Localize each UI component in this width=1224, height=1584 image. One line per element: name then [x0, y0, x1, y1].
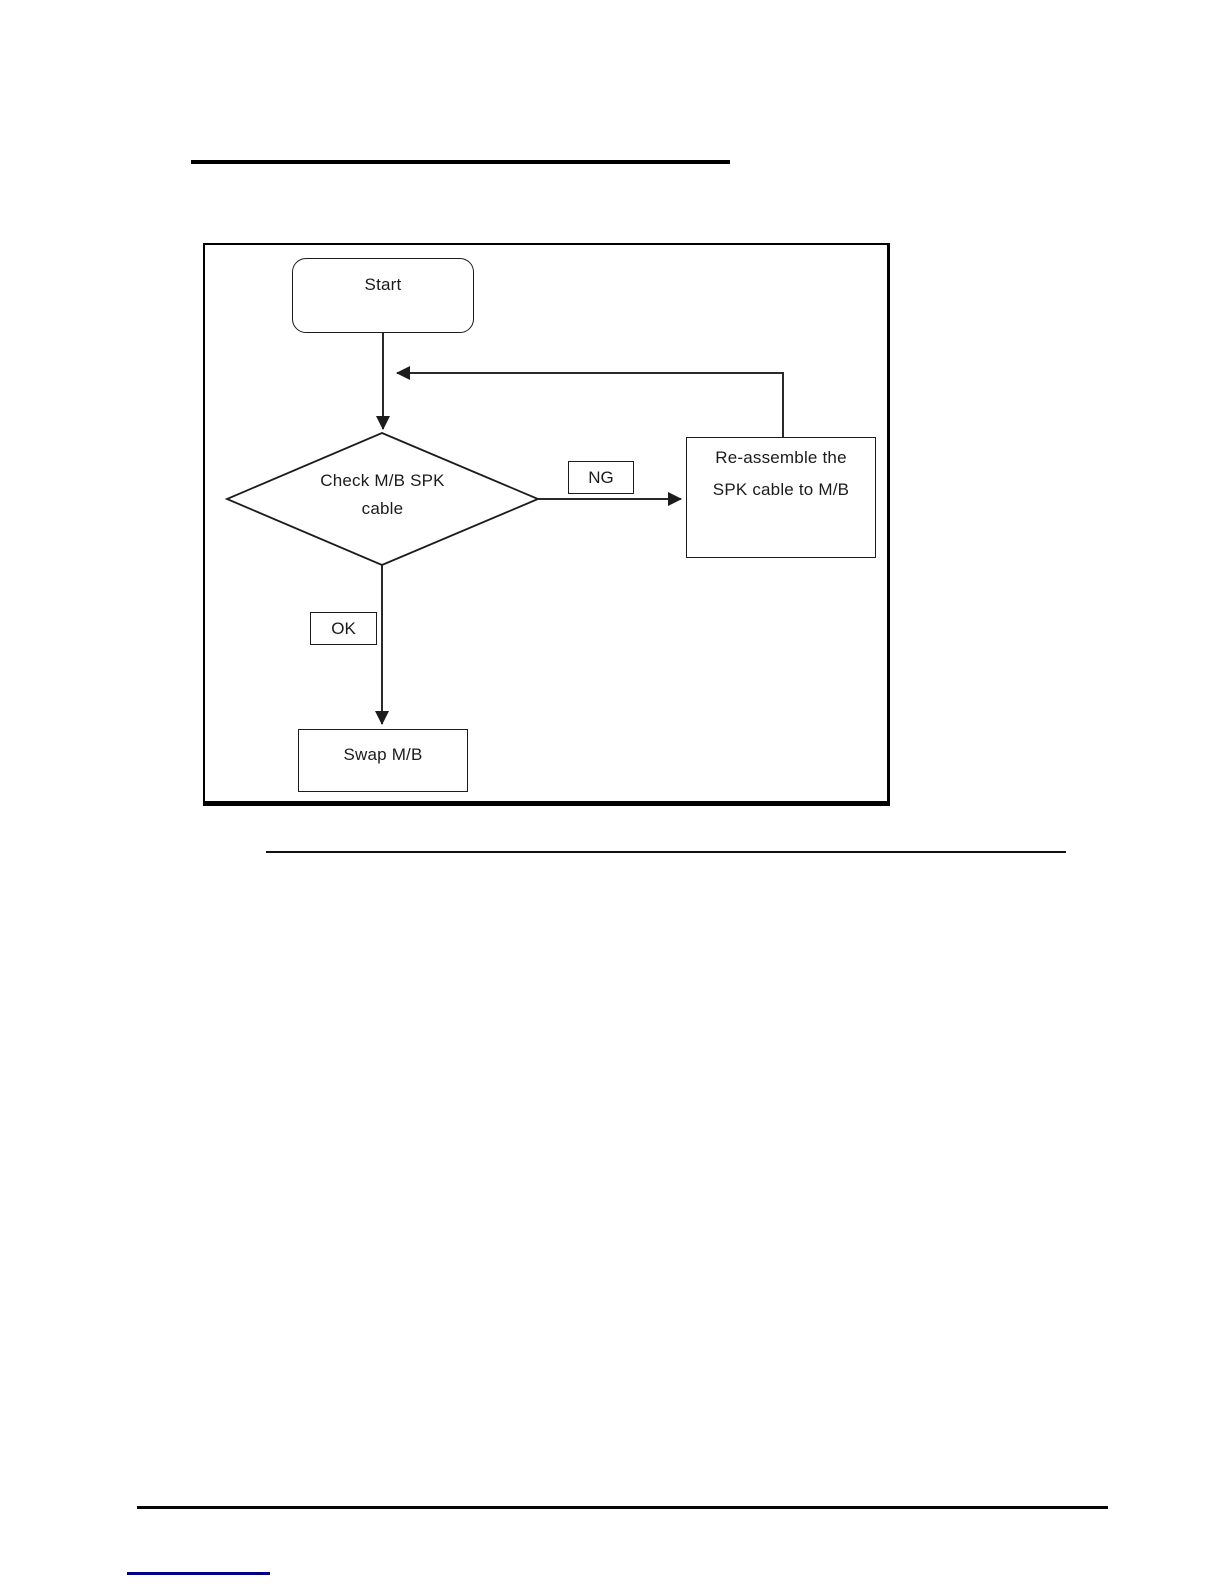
heading-underline-rule	[191, 160, 730, 164]
flow-node-reassemble: Re-assemble the SPK cable to M/B	[686, 437, 876, 558]
flowchart-connectors	[224, 333, 784, 725]
flow-node-swap: Swap M/B	[298, 729, 468, 792]
ok-branch-label-text: OK	[331, 618, 356, 638]
flow-node-start: Start	[292, 258, 474, 333]
flow-node-decision-label: Check M/B SPK cable	[225, 467, 540, 523]
flow-node-swap-label: Swap M/B	[343, 745, 423, 764]
footer-rule	[137, 1506, 1108, 1509]
section-rule	[266, 851, 1066, 853]
flowchart-frame: Start Check M/B SPK cable NG Re-assemble…	[203, 243, 890, 806]
ok-branch-label: OK	[310, 612, 377, 645]
decision-label-line2: cable	[361, 499, 404, 518]
reassemble-label-line1: Re-assemble the	[715, 448, 847, 467]
connector-feedback-loop	[396, 366, 784, 437]
decision-label-line1: Check M/B SPK	[320, 471, 445, 490]
reassemble-label-line2: SPK cable to M/B	[712, 480, 850, 499]
ng-branch-label: NG	[568, 461, 634, 494]
ng-branch-label-text: NG	[588, 467, 614, 487]
flow-node-start-label: Start	[364, 275, 402, 294]
footer-link-underline[interactable]	[127, 1572, 270, 1575]
